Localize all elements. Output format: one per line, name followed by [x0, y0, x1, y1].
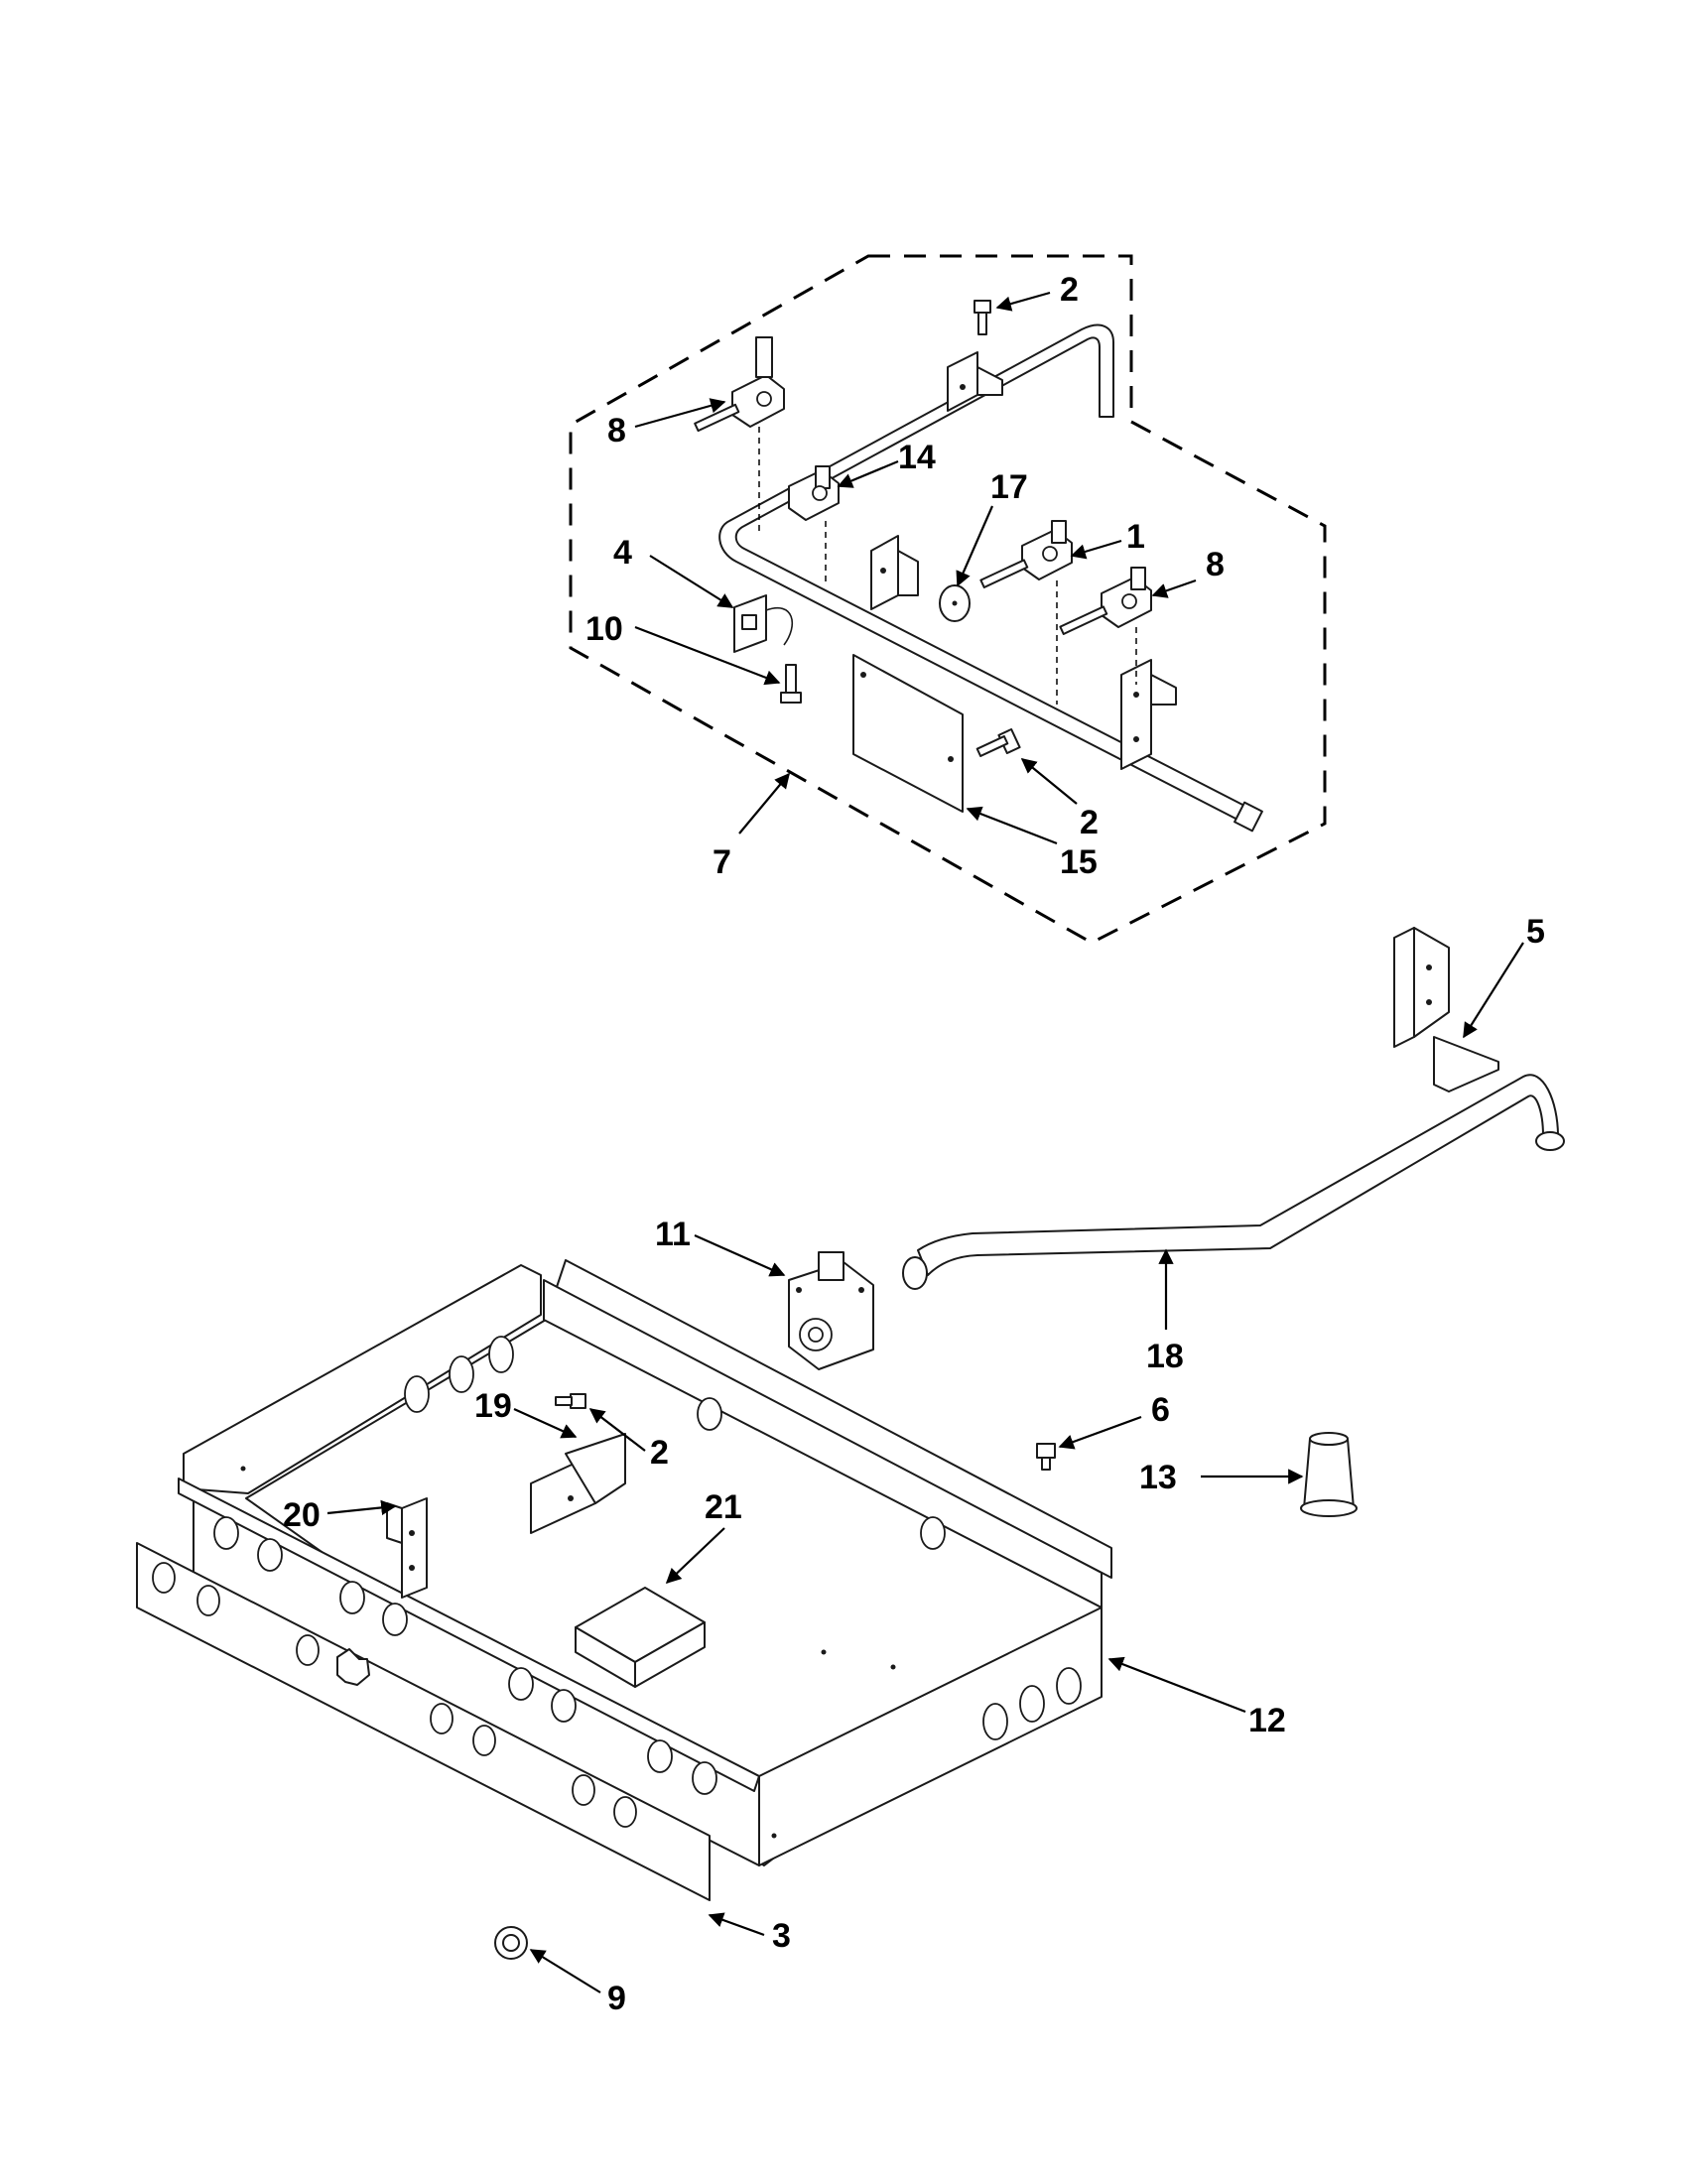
callout-12: 12: [1248, 1702, 1286, 1739]
callout-19: 19: [474, 1387, 512, 1425]
valve-bracket: [530, 1433, 626, 1534]
callout-6: 6: [1151, 1391, 1170, 1429]
burner-valve-1: [979, 520, 1073, 588]
orifice-fitting: [1036, 1443, 1056, 1471]
callout-2-plate: 2: [1080, 804, 1099, 841]
callout-9: 9: [607, 1980, 626, 2017]
manifold-assembly-boundary: [569, 254, 1327, 945]
callout-8-right: 8: [1206, 546, 1225, 583]
callout-13: 13: [1139, 1459, 1177, 1496]
callout-11: 11: [655, 1216, 691, 1253]
support-bracket: [1393, 927, 1499, 1092]
callout-10: 10: [585, 610, 623, 648]
callouts: 2 8 14 17 1 8 4 10 2 15 7 5 11 18 6 13 1…: [283, 271, 1545, 2017]
callout-21: 21: [705, 1488, 742, 1526]
screw-lower: [555, 1393, 586, 1409]
burner-valve-14: [788, 465, 840, 521]
leaders: [326, 291, 1524, 1993]
callout-3: 3: [772, 1917, 791, 1955]
callout-17: 17: [990, 468, 1028, 506]
callout-18: 18: [1146, 1338, 1184, 1375]
callout-14: 14: [898, 439, 936, 476]
sleeve-cup: [1300, 1432, 1358, 1517]
mounting-plate: [852, 654, 964, 813]
burner-valve-8-left: [694, 336, 785, 433]
callout-7: 7: [713, 843, 731, 881]
manifold-bracket-middle: [870, 535, 919, 610]
callout-8-left: 8: [607, 412, 626, 450]
callout-20: 20: [283, 1496, 321, 1534]
burner-valve-8-right: [1059, 567, 1152, 635]
callout-4: 4: [613, 534, 632, 572]
callout-15: 15: [1060, 843, 1098, 881]
front-panel: [136, 1542, 711, 1901]
callout-2-top: 2: [1060, 271, 1079, 309]
manifold-bracket-right: [1120, 659, 1177, 770]
cover-box: [575, 1587, 706, 1688]
callout-2-lower: 2: [650, 1434, 669, 1472]
callout-5: 5: [1526, 913, 1545, 951]
screw-10: [780, 664, 802, 704]
pressure-regulator: [788, 1251, 874, 1370]
base-pan: [178, 1259, 1112, 1866]
manifold-tube: [718, 323, 1263, 833]
screw-plate: [975, 727, 1021, 757]
screw-top: [974, 300, 991, 335]
clip: [733, 594, 794, 653]
spark-module: [386, 1497, 428, 1599]
manifold-bracket-upper: [947, 351, 1003, 412]
knob-bezel: [494, 1926, 528, 1960]
callout-1: 1: [1126, 518, 1145, 556]
supply-tube: [902, 1074, 1565, 1290]
